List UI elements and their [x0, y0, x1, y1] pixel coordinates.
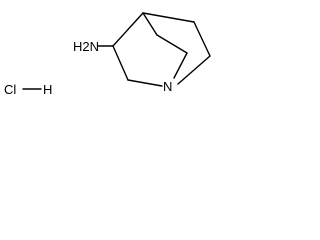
bond-c4-c5: [142, 12, 195, 23]
bond-c3-c4: [112, 12, 144, 47]
hydrogen-label: H: [43, 82, 52, 97]
bond-c5-c6: [193, 21, 211, 57]
amine-group-label: H2N: [73, 39, 99, 54]
chlorine-label: Cl: [4, 82, 16, 97]
bond-c8-n1: [173, 52, 188, 79]
bond-c3-c2: [112, 45, 129, 81]
bond-c7-c8: [156, 34, 188, 54]
hydrochloride-salt: Cl H: [4, 82, 52, 97]
quinuclidin-3-amine-hydrochloride-structure: H2N N Cl H: [4, 12, 211, 97]
quinuclidine-bonds: [112, 12, 211, 87]
bond-c2-n1: [127, 79, 163, 87]
bond-c6-n1: [177, 55, 211, 85]
bridgehead-nitrogen-label: N: [163, 79, 172, 94]
bond-c4-c7: [142, 12, 158, 36]
